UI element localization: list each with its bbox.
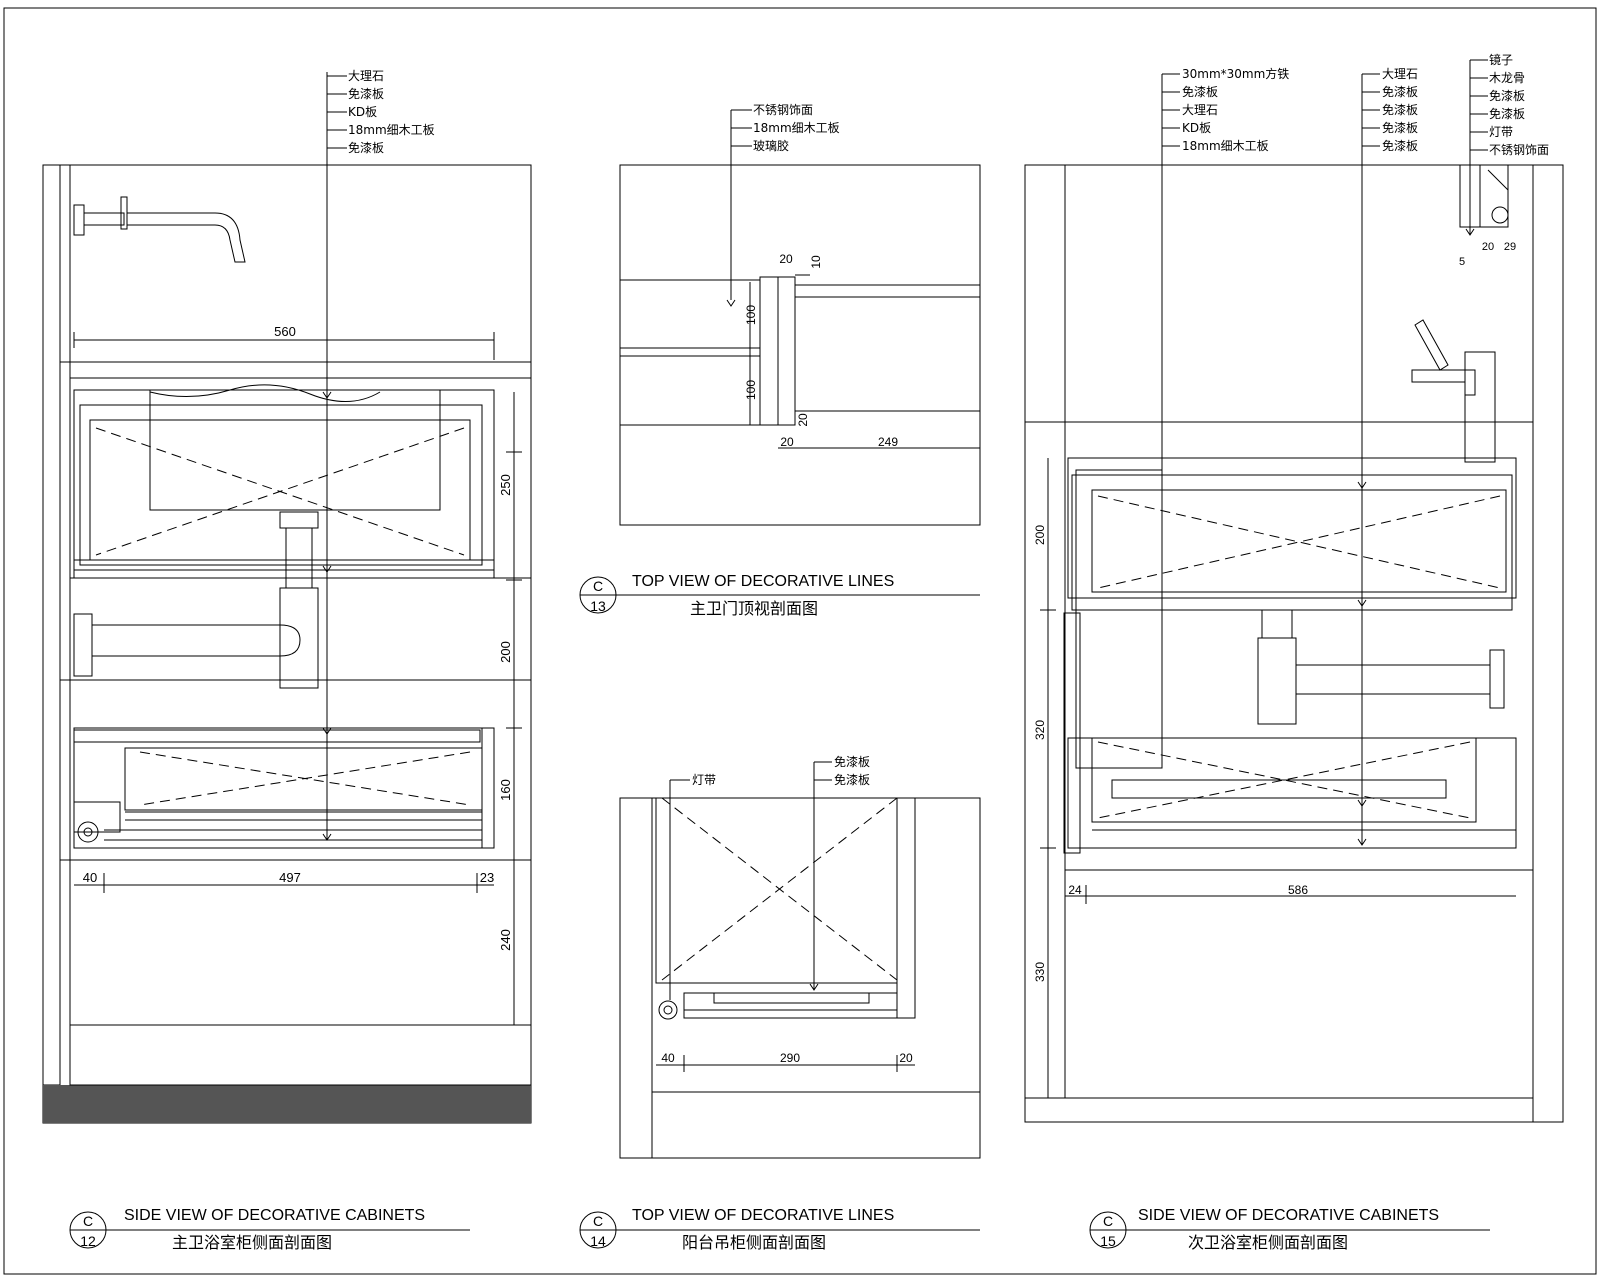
c15-callout-a-5: 18mm细木工板: [1182, 139, 1269, 153]
c14-title-cn: 阳台吊柜侧面剖面图: [682, 1233, 826, 1252]
c12-callout-1: 大理石: [348, 69, 384, 83]
c12-callout-5: 免漆板: [348, 140, 384, 155]
c13-frame: [619, 164, 981, 526]
c13-dim-10: 10: [809, 255, 823, 269]
c15-callout-b-5: 免漆板: [1382, 138, 1418, 153]
c15-callout-c-4: 免漆板: [1489, 106, 1525, 121]
c14-callout-right-1: 免漆板: [834, 754, 870, 769]
c15-callout-b-1: 大理石: [1382, 67, 1418, 81]
c15-callout-c-6: 不锈钢饰面: [1489, 143, 1549, 157]
c14-dim-40: 40: [661, 1051, 675, 1065]
c15-callout-a-2: 免漆板: [1182, 84, 1218, 99]
c15-callout-b-4: 免漆板: [1382, 120, 1418, 135]
c15-callout-c-2: 木龙骨: [1489, 71, 1525, 85]
c12-wall-section: [42, 164, 61, 1086]
c14-panel-right: [896, 797, 916, 1019]
c15-wall-right: [1532, 164, 1564, 1123]
c15-letter: C: [1103, 1213, 1113, 1229]
c13-letter: C: [593, 578, 603, 594]
c13-dim-20a: 20: [779, 252, 793, 266]
c13-title-en: TOP VIEW OF DECORATIVE LINES: [632, 573, 894, 590]
c12-index: 12: [80, 1233, 96, 1249]
c14-callout-left-1: 灯带: [692, 773, 716, 787]
c15-callout-c-3: 免漆板: [1489, 88, 1525, 103]
c12-callout-4: 18mm细木工板: [348, 123, 435, 137]
c13-callout-1: 不锈钢饰面: [753, 103, 813, 117]
c14-callout-right-2: 免漆板: [834, 772, 870, 787]
c12-concrete-body: [42, 164, 532, 1124]
c13-dim-249: 249: [878, 435, 898, 449]
c15-faucet-icon: [1411, 319, 1496, 463]
c15-dim-24: 24: [1068, 883, 1082, 897]
c15-dim-5: 5: [1459, 256, 1465, 268]
c12-title-block: C 12 SIDE VIEW OF DECORATIVE CABINETS 主卫…: [69, 1207, 470, 1252]
c13-dim-20b: 20: [796, 413, 810, 427]
drain-trap-icon: [73, 511, 319, 689]
c13-dim-100b: 100: [744, 380, 758, 400]
c13-title-cn: 主卫门顶视剖面图: [690, 599, 818, 618]
c15-dim-20: 20: [1482, 241, 1494, 253]
c13-stone-section: [794, 296, 981, 412]
c15-title-en: SIDE VIEW OF DECORATIVE CABINETS: [1138, 1207, 1439, 1224]
c12-callout-3: KD板: [348, 105, 377, 119]
c14-frame: [619, 797, 981, 1159]
sheet-border: [3, 7, 1597, 1275]
c14-light-strip-icon: [658, 1000, 678, 1020]
c12-dim-b3: 23: [480, 870, 494, 885]
c12-dim-b1: 40: [83, 870, 97, 885]
c15-callout-a-4: KD板: [1182, 121, 1211, 135]
c15-dim-586: 586: [1288, 883, 1308, 897]
c15-callout-b-2: 免漆板: [1382, 84, 1418, 99]
c13-title-block: C 13 TOP VIEW OF DECORATIVE LINES 主卫门顶视剖…: [579, 573, 980, 618]
c15-callout-a-1: 30mm*30mm方铁: [1182, 66, 1289, 81]
c15-index: 15: [1100, 1233, 1116, 1249]
c15-callout-b-3: 免漆板: [1382, 102, 1418, 117]
c12-title-cn: 主卫浴室柜侧面剖面图: [172, 1233, 332, 1252]
c14-dim-20: 20: [899, 1051, 913, 1065]
c14-title-en: TOP VIEW OF DECORATIVE LINES: [632, 1207, 894, 1224]
drawing-c14: 灯带 免漆板 免漆板 40 290 20: [619, 754, 981, 1159]
c15-callout-c-5: 灯带: [1489, 125, 1513, 139]
drawing-c15: 镜子 木龙骨 免漆板 免漆板 灯带 不锈钢饰面 5 20 29: [1024, 52, 1564, 1123]
c15-callout-a-3: 大理石: [1182, 103, 1218, 117]
c12-letter: C: [83, 1213, 93, 1229]
c14-letter: C: [593, 1213, 603, 1229]
drawing-c12: 560: [42, 69, 532, 1124]
c12-floor-band: [43, 1085, 531, 1123]
c14-title-block: C 14 TOP VIEW OF DECORATIVE LINES 阳台吊柜侧面…: [579, 1207, 980, 1252]
c15-concrete-body: [1024, 164, 1564, 1123]
c12-dim-h2: 200: [498, 641, 513, 663]
c12-dim-h3: 160: [498, 779, 513, 801]
c13-callout-2: 18mm细木工板: [753, 121, 840, 135]
c13-dim-20c: 20: [780, 435, 794, 449]
c12-dim-width: 560: [274, 324, 296, 339]
c13-index: 13: [590, 598, 606, 614]
c12-dim-b2: 497: [279, 870, 301, 885]
c13-dim-100a: 100: [744, 305, 758, 325]
c15-title-block: C 15 SIDE VIEW OF DECORATIVE CABINETS 次卫…: [1089, 1207, 1490, 1252]
drawing-c13: 不锈钢饰面 18mm细木工板 玻璃胶 100 100 20 10 20 20 2…: [619, 103, 981, 526]
c14-wall-left: [619, 797, 653, 1159]
c12-dim-h4: 240: [498, 929, 513, 951]
c14-index: 14: [590, 1233, 606, 1249]
c12-title-en: SIDE VIEW OF DECORATIVE CABINETS: [124, 1207, 425, 1224]
c15-title-cn: 次卫浴室柜侧面剖面图: [1188, 1233, 1348, 1252]
c15-dim-29: 29: [1504, 241, 1516, 253]
c13-callout-3: 玻璃胶: [753, 138, 789, 153]
c15-drain-trap-icon: [1257, 609, 1505, 725]
c12-dim-h1: 250: [498, 474, 513, 496]
c14-dim-290: 290: [780, 1051, 800, 1065]
c15-dim-v330: 330: [1033, 962, 1047, 982]
c15-dim-v200: 200: [1033, 525, 1047, 545]
c15-callout-c-1: 镜子: [1489, 52, 1513, 67]
faucet-icon: [73, 196, 246, 263]
c15-dim-v320: 320: [1033, 720, 1047, 740]
light-strip-icon: [77, 821, 99, 843]
c12-callout-2: 免漆板: [348, 86, 384, 101]
